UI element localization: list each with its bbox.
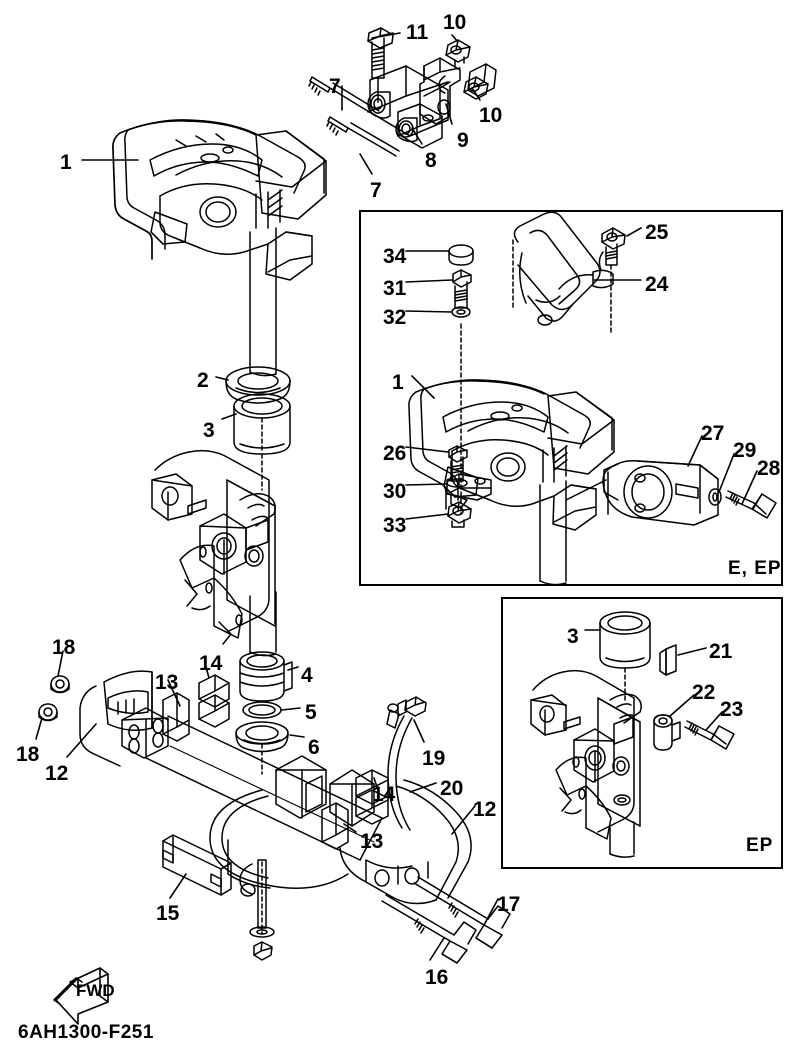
callout-number-10: 10 (443, 11, 467, 34)
callout-number-18: 18 (52, 636, 76, 659)
callout-number-3: 3 (203, 419, 215, 442)
part-1-clamp-bracket-inset (408, 379, 615, 586)
fwd-label: FWD (76, 981, 115, 1000)
part-24-cover (512, 211, 614, 326)
part-1-clamp-bracket-main (112, 119, 327, 377)
callout-number-28: 28 (757, 457, 781, 480)
callout-number-17: 17 (497, 893, 521, 916)
callout-number-13: 13 (360, 830, 384, 853)
callout-number-7: 7 (329, 75, 341, 98)
callout-number-19: 19 (422, 747, 446, 770)
part-25-bolt (601, 227, 626, 336)
part-15-plate (162, 834, 232, 896)
part-13-damper-left (162, 692, 190, 742)
callout-number-5: 5 (305, 701, 317, 724)
callout-number-14: 14 (372, 783, 396, 806)
callout-number-34: 34 (383, 245, 407, 268)
part-16-bolt (381, 894, 477, 964)
part-14-damper-right (355, 769, 389, 825)
part-22-bushing-ep (653, 714, 681, 751)
callout-number-23: 23 (720, 698, 744, 721)
part-4-bushing (239, 651, 293, 702)
callout-number-22: 22 (692, 681, 716, 704)
part-13-damper-right (321, 802, 349, 850)
callout-number-24: 24 (645, 273, 669, 296)
callout-number-2: 2 (197, 369, 209, 392)
panel-e-ep (359, 210, 783, 586)
part-28-bolt (725, 490, 777, 519)
swivel-bracket-casting (151, 449, 277, 657)
callout-number-13: 13 (155, 671, 179, 694)
panel-label-ep: EP (746, 835, 774, 856)
lower-mount-housing (79, 670, 472, 905)
part-7-bolts (308, 76, 400, 157)
part-33-nut (447, 323, 472, 528)
callout-number-27: 27 (701, 422, 725, 445)
part-11-bolt (367, 27, 394, 103)
lower-center-fastener (239, 859, 275, 961)
callout-number-8: 8 (425, 149, 437, 172)
callout-number-18: 18 (16, 743, 40, 766)
part-6-seal (235, 721, 289, 775)
part-26-bolt (446, 445, 468, 488)
footer-part-code: 6AH1300-F251 (18, 1022, 154, 1043)
part-31-bolt (452, 269, 472, 309)
callout-number-3: 3 (567, 625, 579, 648)
callout-number-20: 20 (440, 777, 464, 800)
part-3-bushing-ep (599, 611, 651, 703)
panel-ep (501, 597, 783, 869)
part-34-cap (448, 244, 474, 266)
callout-number-16: 16 (425, 966, 449, 989)
part-5-oring (242, 701, 282, 719)
fwd-arrow (53, 967, 109, 1025)
callout-number-29: 29 (733, 439, 757, 462)
callout-number-32: 32 (383, 306, 407, 329)
callout-number-14: 14 (199, 652, 223, 675)
callout-number-6: 6 (308, 736, 320, 759)
callout-number-31: 31 (383, 277, 407, 300)
part-17-bolt (413, 876, 511, 949)
part-14-damper-left (198, 674, 230, 728)
callout-number-15: 15 (156, 902, 180, 925)
panel-label-e-ep: E, EP (728, 558, 782, 579)
callout-number-11: 11 (406, 21, 429, 44)
part-21-key (659, 644, 677, 676)
part-18-washers (38, 675, 70, 722)
callout-number-26: 26 (383, 442, 407, 465)
callout-number-12: 12 (45, 762, 69, 785)
callout-number-9: 9 (457, 129, 469, 152)
swivel-bracket-ep (530, 669, 642, 858)
callout-number-12: 12 (473, 798, 497, 821)
callout-number-21: 21 (709, 640, 733, 663)
callout-number-10: 10 (479, 104, 503, 127)
part-10-nuts (445, 39, 489, 100)
callout-number-1: 1 (60, 151, 72, 174)
part-23-bolt-ep (684, 720, 735, 750)
part-2-oil-seal (225, 366, 291, 404)
callout-number-25: 25 (645, 221, 669, 244)
callout-number-7: 7 (370, 179, 382, 202)
part-29-washer (708, 488, 722, 506)
part-27-steering-arm (565, 459, 719, 526)
callout-number-30: 30 (383, 480, 407, 503)
callout-number-4: 4 (301, 664, 313, 687)
leader-lines (35, 32, 758, 961)
callout-number-33: 33 (383, 514, 407, 537)
callout-number-1: 1 (392, 371, 404, 394)
